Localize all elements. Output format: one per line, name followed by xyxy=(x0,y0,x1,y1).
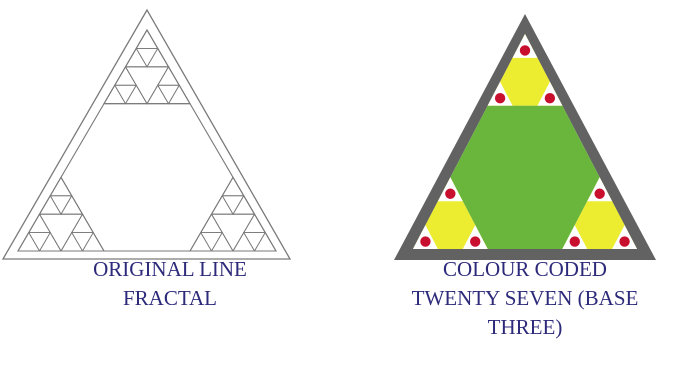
left-caption-line-1: ORIGINAL LINE xyxy=(93,255,247,284)
red-corner-dot xyxy=(420,236,430,246)
right-caption-line-3: THREE) xyxy=(488,313,563,342)
right-caption-line-2: TWENTY SEVEN (BASE xyxy=(412,284,639,313)
red-corner-dot xyxy=(570,236,580,246)
left-caption-line-2: FRACTAL xyxy=(123,284,217,313)
red-corner-dot xyxy=(445,189,455,199)
red-corner-dot xyxy=(470,236,480,246)
right-caption-line-1: COLOUR CODED xyxy=(443,255,607,284)
red-corner-dot xyxy=(545,93,555,103)
red-corner-dot xyxy=(495,93,505,103)
red-corner-dot xyxy=(619,236,629,246)
red-corner-dot xyxy=(520,45,530,55)
red-corner-dot xyxy=(594,189,604,199)
